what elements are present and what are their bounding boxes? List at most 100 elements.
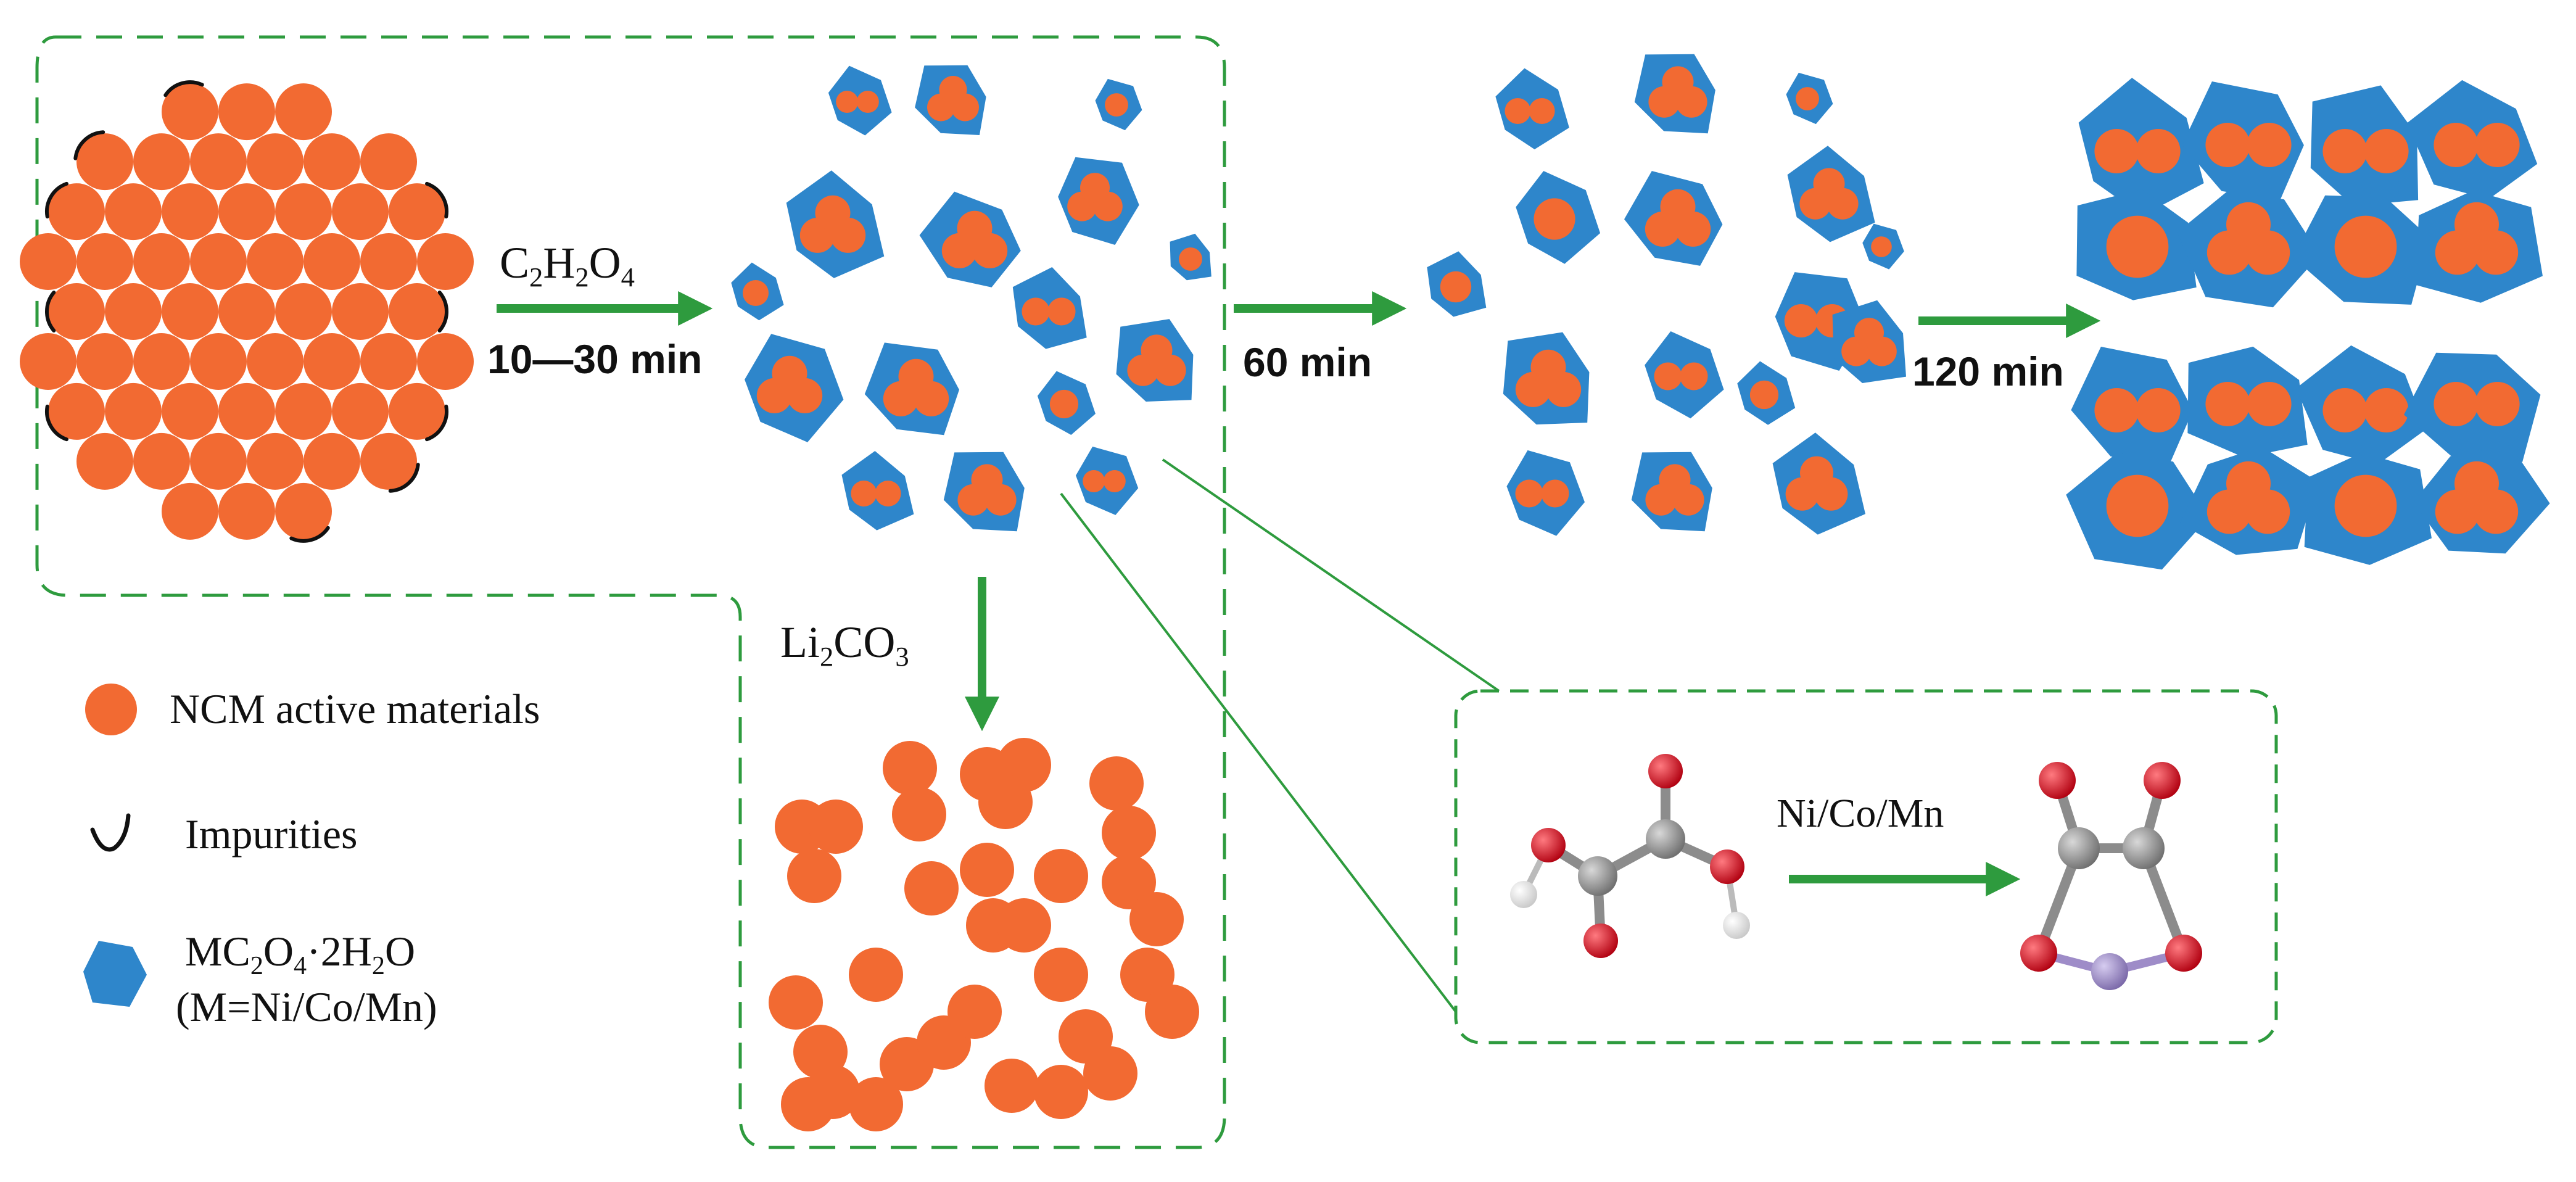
- ncm-core: [1784, 304, 1818, 337]
- ncm-core: [2226, 461, 2271, 506]
- ncm-particle: [303, 432, 360, 490]
- ncm-core: [2094, 388, 2139, 432]
- ncm-core: [1796, 87, 1819, 110]
- oxygen-atom: [2165, 935, 2202, 972]
- ncm-core: [898, 358, 934, 394]
- oxygen-atom: [1583, 924, 1618, 958]
- ncm-particle: [389, 183, 445, 241]
- oxygen-atom: [1648, 754, 1683, 788]
- ncm-core: [1660, 189, 1696, 225]
- label-oxalic-acid: C2H2O4: [500, 238, 635, 292]
- ncm-particle: [1034, 1065, 1088, 1119]
- ncm-core: [743, 280, 769, 306]
- ncm-particle: [190, 432, 247, 490]
- ncm-particle: [48, 382, 105, 440]
- ncm-particle: [275, 382, 332, 440]
- legend-ncm-icon: [85, 684, 137, 735]
- hydrogen-atom: [1723, 912, 1750, 939]
- oxygen-atom: [1531, 828, 1566, 862]
- ncm-particle: [162, 183, 218, 241]
- ncm-core: [2106, 215, 2169, 278]
- ncm-particle: [303, 133, 360, 191]
- ncm-core: [1659, 464, 1691, 496]
- ncm-core: [2322, 129, 2368, 173]
- ncm-core: [2454, 202, 2499, 247]
- legend-oxalate-formula: MC2O4·2H2O: [185, 928, 415, 980]
- ncm-particle: [190, 333, 247, 390]
- ncm-core: [1141, 334, 1173, 366]
- impurity-mark: [45, 291, 56, 333]
- oxygen-atom: [2020, 935, 2057, 972]
- ncm-core: [2322, 388, 2368, 432]
- ncm-particle: [218, 382, 275, 440]
- ncm-particle: [275, 183, 332, 241]
- ncm-particle: [275, 83, 332, 141]
- ncm-core: [875, 481, 901, 506]
- ncm-core: [1541, 479, 1569, 508]
- ncm-particle: [76, 133, 133, 191]
- ncm-particle: [904, 861, 959, 915]
- ncm-particle: [985, 1059, 1039, 1113]
- ncm-particle: [389, 283, 445, 340]
- ncm-particle: [76, 333, 133, 390]
- ncm-particle: [1145, 985, 1199, 1039]
- label-ni-co-mn: Ni/Co/Mn: [1777, 791, 1944, 836]
- ncm-core: [1529, 98, 1555, 124]
- ncm-particle: [360, 133, 417, 191]
- metal-atom: [2091, 953, 2128, 990]
- ncm-particle: [849, 1077, 903, 1131]
- ncm-core: [1680, 362, 1708, 391]
- ncm-core: [2136, 388, 2181, 432]
- impurity-mark: [163, 80, 204, 97]
- ncm-core: [1022, 297, 1050, 326]
- ncm-core: [1534, 198, 1575, 240]
- ncm-core: [971, 464, 1003, 496]
- ncm-particle: [105, 382, 162, 440]
- ncm-core: [2247, 382, 2292, 426]
- ncm-core: [2364, 388, 2409, 432]
- ncm-particle: [275, 283, 332, 340]
- ncm-core: [1662, 66, 1694, 98]
- oxygen-atom: [1710, 849, 1744, 884]
- ncm-particle: [76, 233, 133, 291]
- oxalate-clusters-120-min: [2066, 78, 2550, 570]
- ncm-particle: [892, 787, 946, 841]
- carbon-atom: [2058, 827, 2100, 869]
- ncm-core: [2475, 123, 2520, 167]
- legend-oxalate-icon: [83, 941, 147, 1007]
- ncm-particle: [360, 432, 417, 490]
- ncm-particle: [247, 233, 303, 291]
- impurity-mark: [388, 463, 420, 493]
- ncm-particle: [247, 133, 303, 191]
- ncm-core: [1440, 271, 1472, 303]
- ncm-particle: [1102, 855, 1156, 909]
- ncm-core: [1179, 247, 1202, 271]
- carbon-atom: [1578, 856, 1617, 896]
- legend-impurities-icon: [90, 813, 131, 852]
- ncm-core: [1103, 470, 1126, 492]
- ncm-particle: [162, 482, 218, 540]
- ncm-particle: [190, 133, 247, 191]
- ncm-core: [1813, 168, 1845, 200]
- ncm-core: [1515, 479, 1543, 508]
- ncm-particle: [1129, 892, 1184, 946]
- ncm-particle: [1089, 756, 1144, 811]
- ncm-core: [1505, 98, 1531, 124]
- ncm-particle: [417, 233, 474, 291]
- label-120-min: 120 min: [1912, 349, 2064, 394]
- ncm-core: [2434, 123, 2479, 167]
- ncm-core: [1080, 173, 1110, 203]
- ncm-core: [2475, 382, 2520, 426]
- ncm-particle: [303, 333, 360, 390]
- legend-impurities-label: Impurities: [185, 811, 358, 858]
- ncm-core: [2454, 461, 2499, 506]
- spent-cathode-agglomerate: [20, 80, 474, 543]
- ncm-core: [2364, 129, 2409, 173]
- ncm-particle: [218, 183, 275, 241]
- ncm-particle: [360, 333, 417, 390]
- ncm-core: [2106, 474, 2169, 537]
- ncm-core: [2434, 382, 2479, 426]
- zoom-line-bottom: [1060, 492, 1457, 1013]
- ncm-core: [1854, 318, 1884, 348]
- ncm-particle: [360, 233, 417, 291]
